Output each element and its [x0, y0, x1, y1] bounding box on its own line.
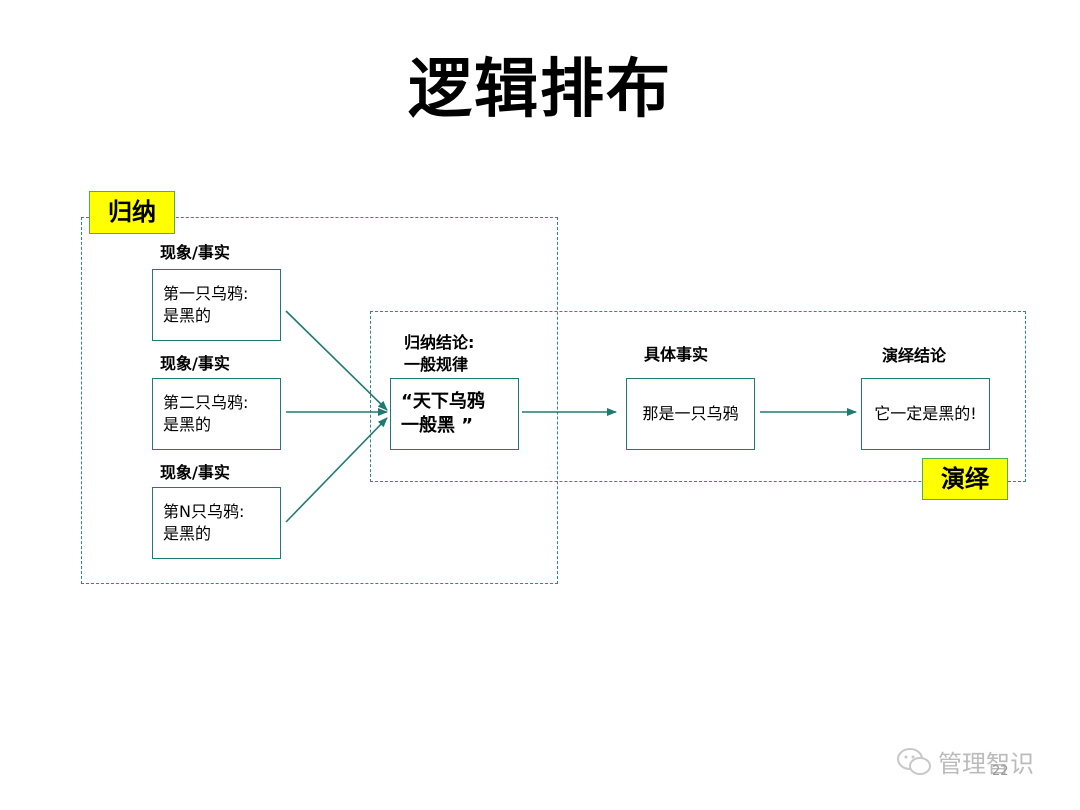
arrow-fact3-to-conclusion [285, 417, 388, 523]
deduction-result-text: 它一定是黑的! [874, 404, 977, 423]
fact-2-line1: 第二只乌鸦: [163, 393, 249, 412]
conclusion-line2: 一般黑 ” [401, 415, 474, 436]
conclusion-label: 归纳结论: 一般规律 [404, 332, 474, 376]
fact-2-line2: 是黑的 [163, 415, 212, 434]
fact-box-1: 第一只乌鸦: 是黑的 [152, 269, 281, 341]
conclusion-label-line2: 一般规律 [404, 355, 469, 374]
deduction-tag: 演绎 [922, 458, 1008, 500]
fact-label-2: 现象/事实 [160, 354, 230, 373]
deduction-region [370, 311, 1026, 482]
fact-1-line2: 是黑的 [163, 306, 212, 325]
specific-fact-box: 那是一只乌鸦 [626, 378, 755, 450]
conclusion-label-line1: 归纳结论: [404, 333, 475, 352]
fact-box-2: 第二只乌鸦: 是黑的 [152, 378, 281, 450]
specific-fact-text: 那是一只乌鸦 [642, 404, 739, 423]
arrow-fact1-to-conclusion [285, 310, 388, 411]
fact-1-line1: 第一只乌鸦: [163, 284, 249, 303]
fact-label-3: 现象/事实 [160, 463, 230, 482]
conclusion-line1: “天下乌鸦 [401, 391, 485, 412]
induction-tag: 归纳 [89, 191, 175, 234]
fact-label-1: 现象/事实 [160, 243, 230, 262]
conclusion-box: “天下乌鸦 一般黑 ” [390, 378, 519, 450]
page-number: 22 [992, 764, 1009, 779]
specific-fact-label: 具体事实 [644, 345, 709, 364]
fact-3-line2: 是黑的 [163, 524, 212, 543]
watermark: 管理智识 [896, 744, 1034, 779]
fact-3-line1: 第N只乌鸦: [163, 502, 245, 521]
induction-region [81, 217, 558, 584]
wechat-icon [897, 747, 931, 775]
deduction-result-box: 它一定是黑的! [861, 378, 990, 450]
watermark-text: 管理智识 [938, 750, 1034, 778]
fact-box-3: 第N只乌鸦: 是黑的 [152, 487, 281, 559]
page-title: 逻辑排布 [408, 53, 672, 127]
deduction-result-label: 演绎结论 [882, 346, 947, 365]
